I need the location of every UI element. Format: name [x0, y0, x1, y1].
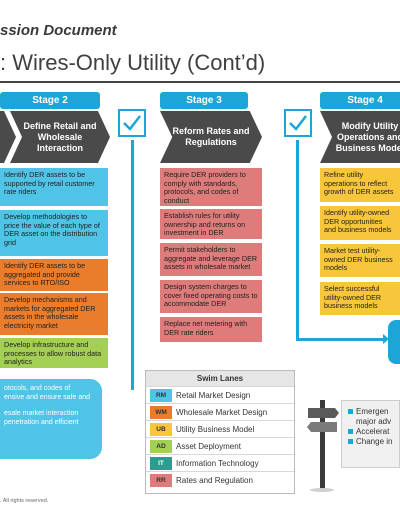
- checkmark-icon: [123, 115, 141, 131]
- driver-item-3: Accelerat: [348, 427, 399, 437]
- stage-2-card-4: Develop mechanisms and markets for aggre…: [0, 293, 108, 335]
- drivers-panel: Emergen major adv Accelerat Change in: [341, 400, 400, 468]
- stage-3-card-2: Establish rules for utility ownership an…: [160, 209, 262, 239]
- summary-line-5: penetration and efficient: [4, 418, 79, 426]
- lane-code-ub: UB: [150, 422, 172, 436]
- lane-code-rr: RR: [150, 473, 172, 487]
- stage-2-complete-checkbox: [118, 109, 146, 137]
- stage-3-card-1: Require DER providers to comply with sta…: [160, 168, 262, 206]
- swim-lanes-legend: Swim Lanes RM Retail Market Design WM Wh…: [145, 370, 295, 494]
- lane-row-rm: RM Retail Market Design: [146, 386, 294, 403]
- lane-label-it: Information Technology: [176, 458, 259, 468]
- driver-item-4: Change in: [348, 437, 399, 447]
- lane-row-ub: UB Utility Business Model: [146, 420, 294, 437]
- stage-2-card-5: Develop infrastructure and processes to …: [0, 338, 108, 368]
- stage-2-tab: Stage 2: [0, 92, 100, 109]
- copyright-notice: . All rights reserved.: [0, 498, 49, 504]
- stage-3-connector-line: [296, 140, 299, 340]
- bullet-icon: [348, 439, 353, 445]
- swim-lanes-title: Swim Lanes: [146, 371, 294, 386]
- stage-3-card-5: Replace net metering with DER rate rider…: [160, 317, 262, 342]
- summary-line-3: [4, 402, 98, 410]
- connector-arrowhead-icon: [383, 334, 389, 344]
- lane-code-wm: WM: [150, 405, 172, 419]
- title-divider: [0, 81, 400, 83]
- stage-2-card-1: Identify DER assets to be supported by r…: [0, 168, 108, 206]
- stage-2-card-2: Develop methodologies to price the value…: [0, 210, 108, 256]
- stage-2-connector-line: [131, 140, 134, 390]
- stage-3-card-4: Design system charges to cover fixed ope…: [160, 280, 262, 313]
- stage-4-card-3: Market test utility-owned DER business m…: [320, 244, 400, 277]
- bottom-left-summary: otocols, and codes of ensive and ensure …: [0, 379, 102, 459]
- page-title: : Wires-Only Utility (Cont’d): [0, 50, 266, 75]
- document-subtitle: ssion Document: [0, 22, 117, 39]
- stage-2-arrow: Define Retail and Wholesale Interaction: [10, 111, 110, 163]
- stage-3-connector-horizontal: [296, 338, 386, 341]
- bullet-icon: [348, 429, 353, 435]
- lane-label-rm: Retail Market Design: [176, 390, 251, 400]
- stage-2-arrow-label: Define Retail and Wholesale Interaction: [23, 120, 97, 153]
- stage-2-card-3: Identify DER assets to be aggregated and…: [0, 259, 108, 291]
- stage-4-tab: Stage 4: [320, 92, 400, 109]
- stage-4-arrow-label: Modify Utility Operations and Business M…: [335, 120, 400, 153]
- lane-label-wm: Wholesale Market Design: [176, 407, 268, 417]
- lane-code-ad: AD: [150, 439, 172, 453]
- checkmark-icon: [289, 115, 307, 131]
- lane-row-rr: RR Rates and Regulation: [146, 471, 294, 488]
- summary-line-1: otocols, and codes of: [4, 385, 71, 392]
- stage-1-arrow-tail: [0, 111, 16, 163]
- stage-5-callout: C: [388, 320, 400, 364]
- stage-4-arrow: Modify Utility Operations and Business M…: [320, 111, 400, 163]
- lane-code-it: IT: [150, 456, 172, 470]
- stage-4-card-4: Select successful utility-owned DER busi…: [320, 282, 400, 315]
- summary-line-2: ensive and ensure safe and: [4, 393, 91, 401]
- signpost-icon: [307, 400, 339, 492]
- stage-3-tab: Stage 3: [160, 92, 248, 109]
- driver-item-1: Emergen: [348, 407, 399, 417]
- stage-4-card-2: Identify utility-owned DER opportunities…: [320, 206, 400, 240]
- lane-code-rm: RM: [150, 388, 172, 402]
- lane-row-wm: WM Wholesale Market Design: [146, 403, 294, 420]
- driver-item-2: major adv: [356, 417, 392, 426]
- stage-3-card-3: Permit stakeholders to aggregate and lev…: [160, 243, 262, 276]
- summary-line-4: esale market interaction: [4, 410, 79, 417]
- lane-label-rr: Rates and Regulation: [176, 475, 253, 485]
- stage-4-card-1: Refine utility operations to reflect gro…: [320, 168, 400, 202]
- lane-label-ub: Utility Business Model: [176, 424, 255, 434]
- lane-row-it: IT Information Technology: [146, 454, 294, 471]
- lane-row-ad: AD Asset Deployment: [146, 437, 294, 454]
- stage-3-arrow-label: Reform Rates and Regulations: [172, 126, 250, 147]
- stage-3-complete-checkbox: [284, 109, 312, 137]
- bullet-icon: [348, 409, 353, 415]
- lane-label-ad: Asset Deployment: [176, 441, 241, 451]
- stage-3-arrow: Reform Rates and Regulations: [160, 111, 262, 163]
